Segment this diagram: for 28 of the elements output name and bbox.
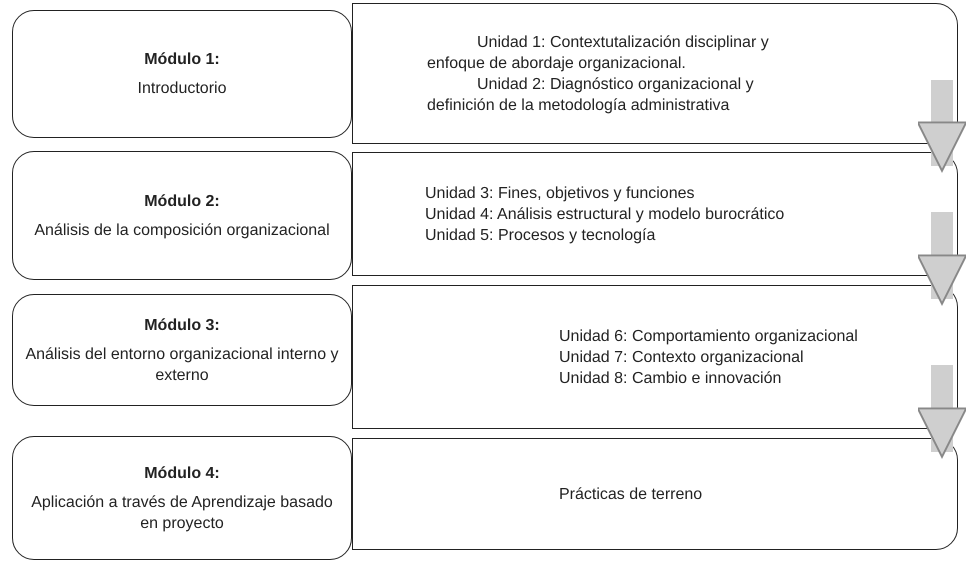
- unit-text: Unidad 2: Diagnóstico organizacional y definición de la metodología administrativa: [427, 74, 755, 116]
- unit-text: Prácticas de terreno: [559, 484, 704, 504]
- unit-box: [352, 152, 958, 276]
- unit-box: [352, 285, 958, 429]
- module-box: [12, 151, 352, 280]
- module-subtitle: Análisis de la composición organizacional: [34, 220, 330, 240]
- down-arrow: [916, 212, 968, 305]
- module-title: Módulo 3:: [144, 316, 220, 336]
- module-box: [12, 10, 352, 138]
- unit-text: Unidad 1: Contextutalización disciplinar y enfoque de abordaje organizacional.: [427, 32, 770, 74]
- module-title: Módulo 1:: [144, 50, 220, 70]
- unit-text: Unidad 7: Contexto organizacional: [559, 348, 805, 368]
- unit-text: Unidad 3: Fines, objetivos y funciones: [424, 184, 696, 204]
- down-arrow: [916, 80, 968, 172]
- unit-text: Unidad 8: Cambio e innovación: [559, 368, 782, 388]
- module-title: Módulo 4:: [144, 464, 220, 484]
- module-subtitle: Introductorio: [138, 79, 226, 99]
- module-box: [12, 294, 352, 406]
- module-box: [12, 436, 352, 560]
- unit-text: Unidad 4: Análisis estructural y modelo burocrático: [424, 204, 786, 224]
- unit-text: Unidad 6: Comportamiento organizacional: [559, 326, 859, 346]
- unit-box: [352, 3, 958, 144]
- module-title: Módulo 2:: [144, 192, 220, 212]
- module-subtitle: Aplicación a través de Aprendizaje basado en proyecto: [30, 492, 334, 534]
- unit-box: [352, 438, 958, 550]
- down-arrow: [916, 365, 968, 458]
- module-subtitle: Análisis del entorno organizacional interno y externo: [25, 344, 339, 386]
- unit-text: Unidad 5: Procesos y tecnología: [424, 226, 656, 246]
